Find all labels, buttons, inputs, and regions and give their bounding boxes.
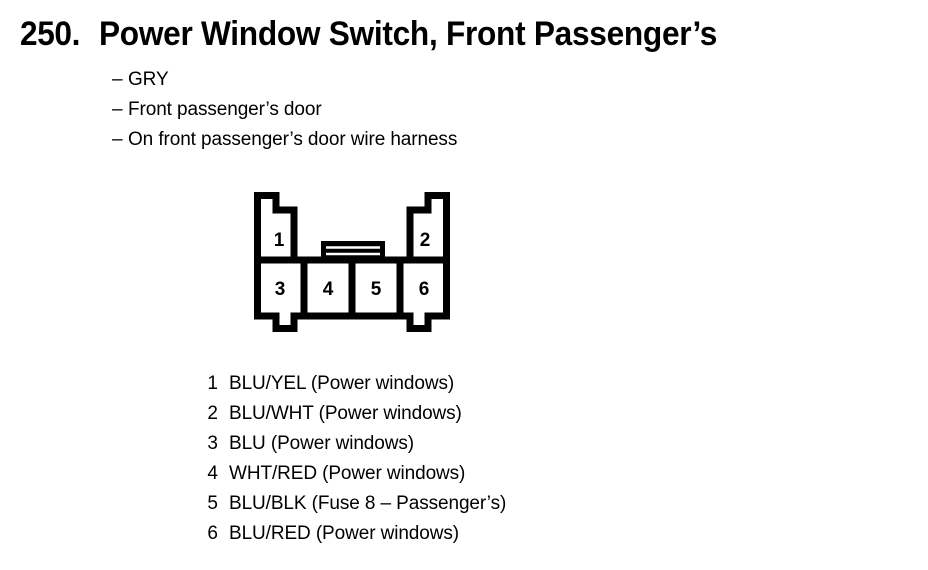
connector-diagram: 1 2 3 4 5 6: [248, 188, 468, 340]
description-item-label: GRY: [128, 69, 169, 90]
legend-pin-number: 2: [207, 403, 218, 424]
description-item-label: On front passenger’s door wire harness: [128, 129, 458, 150]
page-title: 250. Power Window Switch, Front Passenge…: [20, 15, 910, 53]
pin-legend: 1 BLU/YEL (Power windows) 2 BLU/WHT (Pow…: [196, 372, 796, 552]
description-list: – GRY – Front passenger’s door – On fron…: [112, 68, 812, 158]
title-item-number: 250.: [20, 15, 81, 53]
legend-row: 3 BLU (Power windows): [196, 432, 796, 462]
connector-pin-5: 5: [371, 279, 382, 300]
connector-pin-3: 3: [275, 279, 286, 300]
connector-pin-2: 2: [420, 230, 431, 251]
connector-pin-6: 6: [419, 279, 430, 300]
legend-row: 2 BLU/WHT (Power windows): [196, 402, 796, 432]
legend-pin-number: 1: [207, 373, 218, 394]
legend-pin-description: BLU/WHT (Power windows): [229, 403, 462, 424]
legend-row: 4 WHT/RED (Power windows): [196, 462, 796, 492]
description-item: – GRY: [112, 68, 812, 98]
legend-row: 1 BLU/YEL (Power windows): [196, 372, 796, 402]
legend-row: 5 BLU/BLK (Fuse 8 – Passenger’s): [196, 492, 796, 522]
connector-pin-1: 1: [274, 230, 285, 251]
legend-row: 6 BLU/RED (Power windows): [196, 522, 796, 552]
connector-outline: [254, 192, 450, 332]
bullet-dash-icon: –: [112, 129, 123, 150]
bullet-dash-icon: –: [112, 99, 123, 120]
legend-pin-number: 3: [207, 433, 218, 454]
legend-pin-description: BLU (Power windows): [229, 433, 414, 454]
latch-tab-icon: [321, 241, 385, 260]
legend-pin-number: 6: [207, 523, 218, 544]
legend-pin-number: 4: [207, 463, 218, 484]
description-item: – Front passenger’s door: [112, 98, 812, 128]
connector-svg: 1 2 3 4 5 6: [254, 192, 450, 332]
legend-pin-description: WHT/RED (Power windows): [229, 463, 466, 484]
legend-pin-description: BLU/YEL (Power windows): [229, 373, 455, 394]
description-item: – On front passenger’s door wire harness: [112, 128, 812, 158]
legend-pin-description: BLU/RED (Power windows): [229, 523, 459, 544]
connector-pin-4: 4: [323, 279, 334, 300]
legend-pin-description: BLU/BLK (Fuse 8 – Passenger’s): [229, 493, 507, 514]
title-item-text: Power Window Switch, Front Passenger’s: [98, 15, 717, 53]
description-item-label: Front passenger’s door: [128, 99, 322, 120]
bullet-dash-icon: –: [112, 69, 123, 90]
legend-pin-number: 5: [207, 493, 218, 514]
